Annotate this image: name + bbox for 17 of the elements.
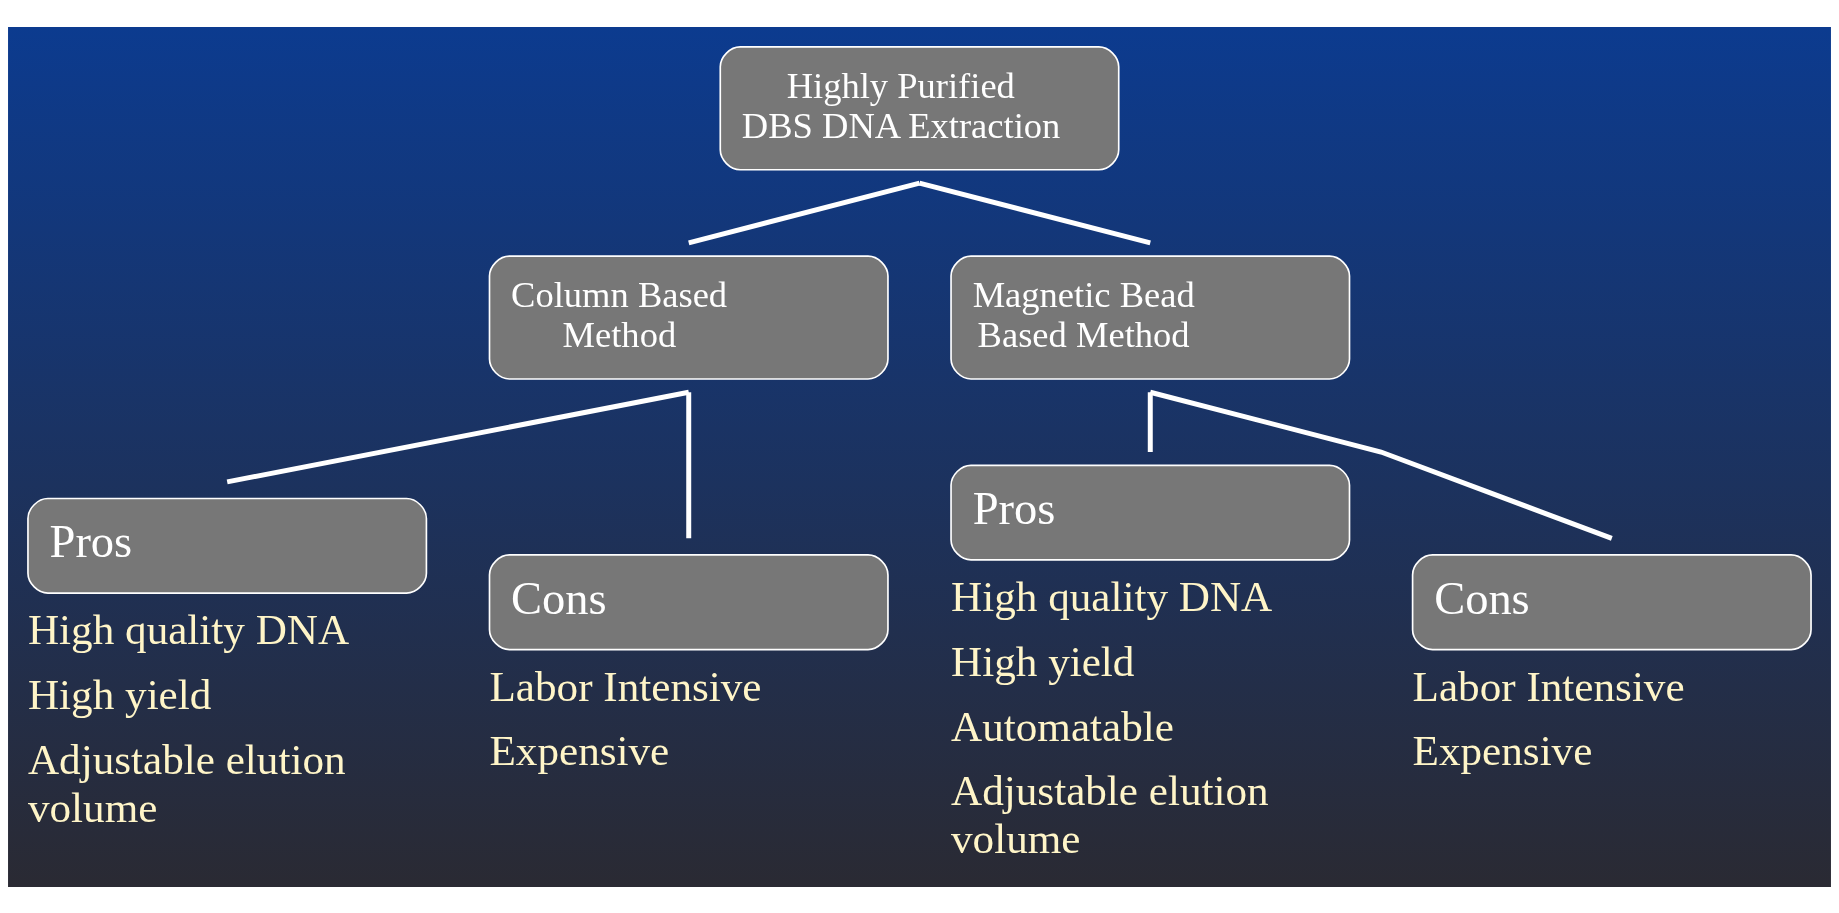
node-label: Labor Intensive xyxy=(1412,662,1685,710)
connector xyxy=(226,389,690,484)
node-label: Expensive xyxy=(489,726,670,774)
connector xyxy=(1149,389,1613,541)
node-label: Expensive xyxy=(1412,726,1593,774)
node-label: Automatable xyxy=(951,702,1174,750)
node-label: Adjustable elution volume xyxy=(27,735,346,831)
node-label: High yield xyxy=(951,637,1135,685)
node-label: Adjustable elution volume xyxy=(951,766,1269,862)
node-label: High quality DNA xyxy=(951,572,1273,620)
connector xyxy=(1147,391,1153,452)
connector xyxy=(688,180,921,245)
connector xyxy=(686,391,692,538)
node-label: High quality DNA xyxy=(27,605,350,653)
node-label: Labor Intensive xyxy=(489,662,762,710)
connector xyxy=(918,180,1151,245)
node-label: High yield xyxy=(27,670,212,718)
